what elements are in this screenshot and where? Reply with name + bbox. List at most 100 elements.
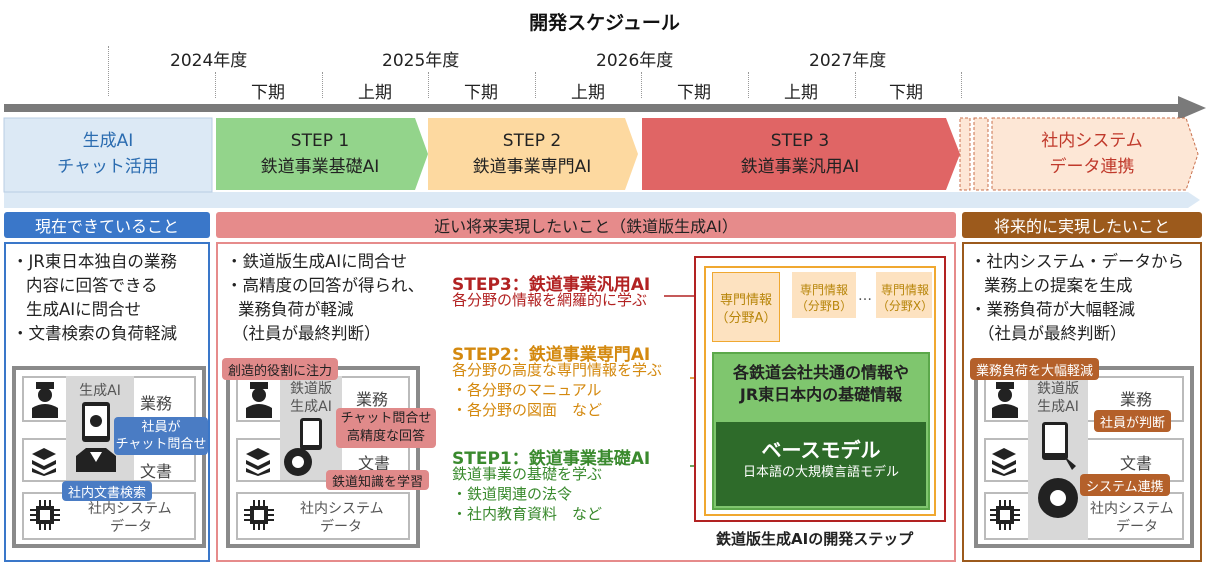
year-label: 2027年度: [809, 51, 887, 71]
specialty-line: 専門情報: [719, 293, 772, 308]
middle-bullet: （社員が最終判断）: [232, 324, 381, 343]
row-label-docs: 文書: [358, 454, 391, 473]
year-label: 2024年度: [170, 51, 248, 71]
step2-item: ・各分野のマニュアル: [452, 381, 602, 399]
right-bullet: ・業務負荷が大幅軽減: [970, 300, 1135, 319]
label-line: 生成AI: [1037, 399, 1079, 415]
half-label: 上期: [358, 83, 392, 103]
chip-icon: [990, 500, 1020, 530]
tag-line: 高精度な回答: [346, 429, 425, 444]
phase-step3: STEP 3 鉄道事業汎用AI: [642, 128, 958, 180]
system-link-tag: システム連携: [1080, 474, 1170, 496]
specialty-line: （分野B）: [795, 299, 853, 313]
specialty-box-b: [792, 272, 856, 318]
left-bullet: 生成AIに問合せ: [26, 300, 142, 319]
row-label-business: 業務: [356, 390, 389, 409]
right-bullet: ・社内システム・データから: [970, 252, 1185, 271]
step3-title: STEP3：鉄道事業汎用AI: [452, 275, 651, 295]
row-label-data: データ: [1116, 519, 1158, 535]
tag-line: チャット問合せ: [115, 437, 207, 452]
step2-title: STEP2：鉄道事業専門AI: [452, 345, 651, 365]
row-label-docs: 文書: [140, 462, 173, 481]
right-bullet: （社員が最終判断）: [978, 324, 1127, 343]
specialty-box-a: [712, 272, 780, 342]
specialty-ellipsis: …: [858, 288, 872, 304]
timeline-tick: [535, 72, 536, 98]
phase-line1: 社内システム: [1041, 131, 1143, 151]
row-label-docs: 文書: [1120, 454, 1153, 473]
ai-brain-icon: [1038, 422, 1078, 518]
phase-band: [3, 117, 1200, 208]
half-label: 上期: [784, 83, 818, 103]
common-line: 各鉄道会社共通の情報や: [732, 363, 909, 382]
timeline-tick: [641, 72, 642, 98]
left-bullet: ・文書検索の負荷軽減: [12, 324, 177, 343]
employee-icon: [32, 382, 58, 418]
half-label: 下期: [251, 83, 285, 103]
phase-system: 社内システム データ連携: [992, 128, 1192, 180]
chat-query-tag: 社員が チャット問合せ: [114, 417, 208, 455]
middle-panel: [216, 242, 956, 562]
specialty-line: 専門情報: [799, 283, 848, 297]
phase-line1: 生成AI: [82, 131, 134, 151]
left-panel: [4, 242, 210, 562]
left-bullet: ・JR東日本独自の業務: [12, 252, 177, 271]
left-panel-header: 現在できていること: [4, 212, 210, 238]
step2-item: ・各分野の図面 など: [452, 401, 603, 419]
row-label-data: データ: [110, 519, 152, 535]
year-label: 2026年度: [596, 51, 674, 71]
timeline-arrow: [4, 96, 1206, 120]
timeline-tick: [855, 72, 856, 98]
step1-title: STEP1：鉄道事業基礎AI: [452, 449, 651, 469]
creative-role-tag: 創造的役割に注力: [222, 358, 339, 380]
base-model-sub: 日本語の大規模言語モデル: [742, 465, 899, 480]
row-label-business: 業務: [1120, 390, 1153, 409]
ai-center-label: 生成AI: [79, 383, 121, 399]
common-info: 各鉄道会社共通の情報や JR東日本内の基礎情報: [712, 362, 930, 406]
phase-line2: 鉄道事業汎用AI: [740, 157, 860, 177]
label-line: 生成AI: [290, 399, 332, 415]
timeline-tick: [322, 72, 323, 98]
left-bullet: 内容に回答できる: [26, 276, 158, 295]
employee-judge-tag: 社員が判断: [1094, 410, 1172, 432]
base-model-box: [716, 422, 926, 506]
phase-step1: STEP 1 鉄道事業基礎AI: [216, 128, 424, 180]
middle-bullet: ・鉄道版生成AIに問合せ: [226, 252, 408, 271]
specialty-line: （分野A）: [715, 311, 777, 326]
ai-center-label: 鉄道版 生成AI: [1030, 380, 1086, 416]
right-bullet: 業務上の提案を生成: [984, 276, 1133, 295]
step1-item: ・社内教育資料 など: [452, 505, 603, 523]
employee-icon: [992, 382, 1018, 418]
row-label-business: 業務: [140, 394, 173, 413]
right-panel-header: 将来的に実現したいこと: [962, 212, 1202, 238]
ai-center-label: 鉄道版 生成AI: [282, 380, 340, 416]
smartphone-icon: [76, 402, 116, 472]
phase-line2: 鉄道事業専門AI: [472, 157, 592, 177]
phase-line1: STEP 1: [290, 131, 350, 151]
phase-line2: 鉄道事業基礎AI: [260, 157, 380, 177]
left-diagram: [12, 366, 206, 548]
specialty-line: （分野X）: [876, 299, 934, 313]
step3-desc: 各分野の情報を網羅的に学ぶ: [452, 291, 648, 309]
tag-line: 社員が: [141, 420, 181, 435]
right-panel: [962, 242, 1202, 562]
phase-step2: STEP 2 鉄道事業専門AI: [428, 128, 636, 180]
timeline-tick: [428, 72, 429, 98]
timeline-tick: [215, 72, 216, 98]
step1-item: ・鉄道関連の法令: [452, 485, 573, 503]
row-label-data: データ: [320, 519, 362, 535]
phase-line1: STEP 3: [770, 131, 830, 151]
middle-bullet: 業務負荷が軽減: [238, 300, 354, 319]
learn-tag: 鉄道知識を学習: [326, 470, 430, 490]
middle-panel-header: 近い将来実現したいこと（鉄道版生成AI）: [216, 212, 956, 238]
step2-desc: 各分野の高度な専門情報を学ぶ: [452, 361, 663, 379]
half-label: 下期: [464, 83, 498, 103]
label-line: 鉄道版: [1037, 381, 1079, 397]
documents-icon: [32, 448, 56, 476]
specialty-b: 専門情報 （分野B）: [792, 282, 856, 314]
employee-icon: [246, 382, 272, 418]
documents-icon: [992, 448, 1016, 476]
reduce-load-tag: 業務負荷を大幅軽減: [970, 358, 1100, 380]
timeline-tick: [108, 46, 109, 96]
phase-chat: 生成AI チャット活用: [4, 128, 212, 180]
